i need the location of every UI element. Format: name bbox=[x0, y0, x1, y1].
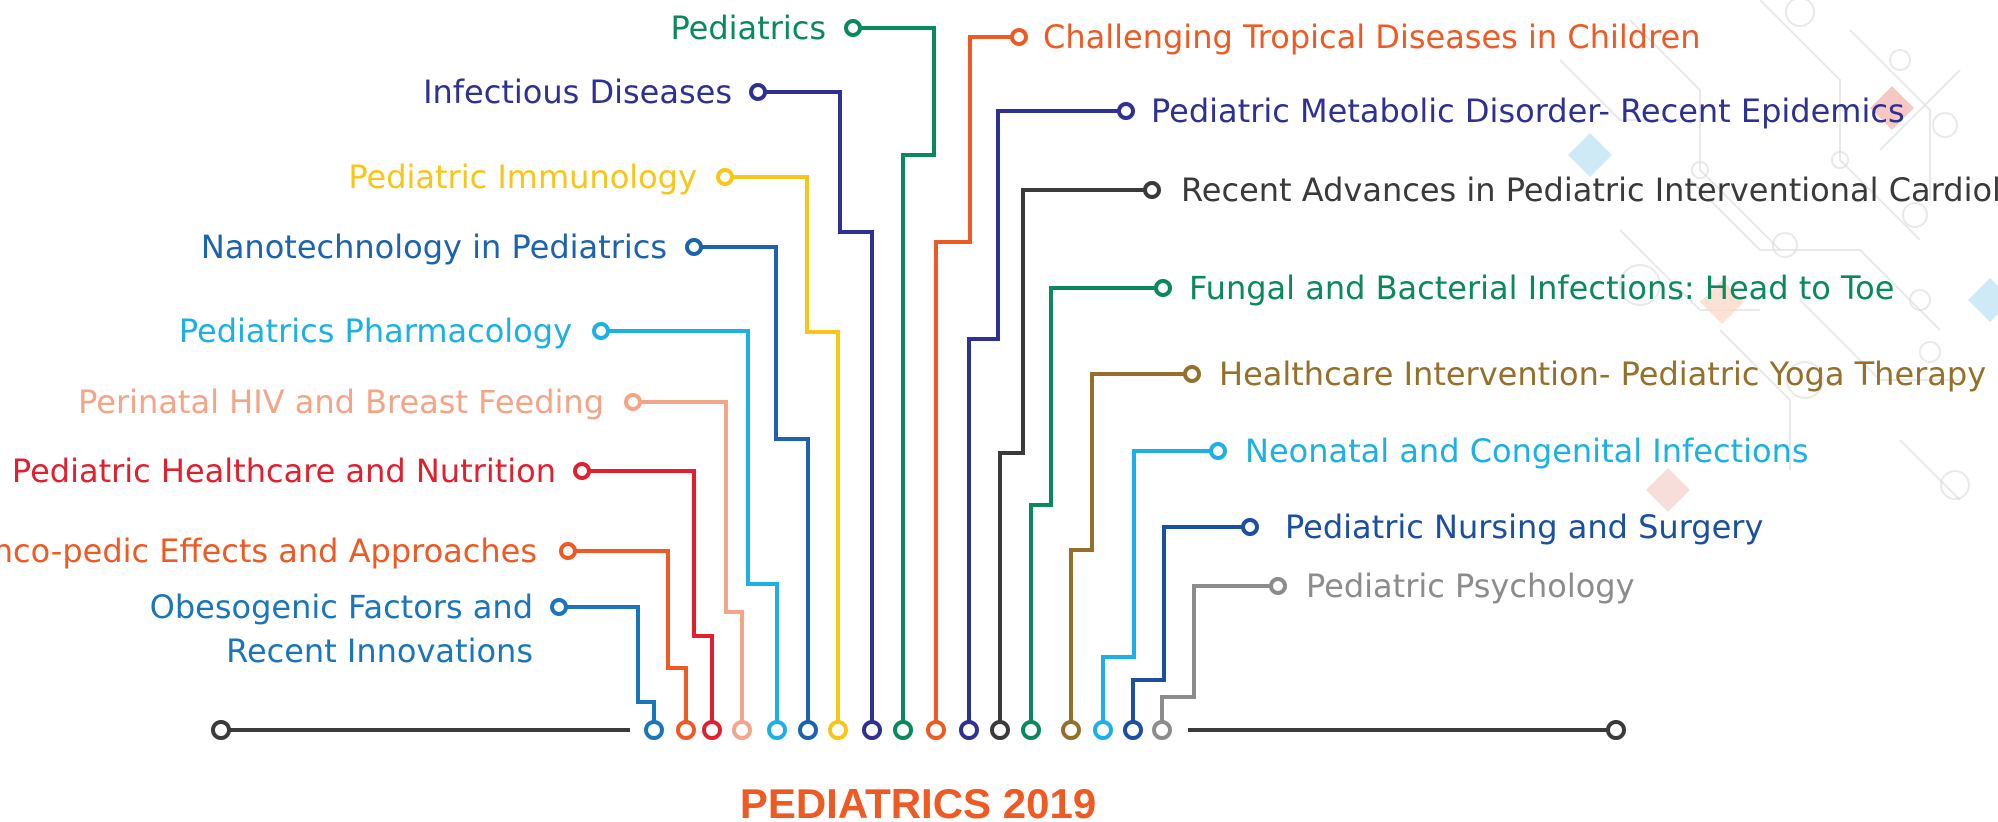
branch-pharmacology: Pediatrics Pharmacology bbox=[179, 312, 787, 740]
branch-end-node bbox=[1241, 518, 1259, 536]
branch-end-node bbox=[1269, 577, 1287, 595]
timeline-node bbox=[1021, 720, 1041, 740]
branch-end-node bbox=[624, 393, 642, 411]
timeline-node bbox=[1152, 720, 1172, 740]
branch-nursing: Pediatric Nursing and Surgery bbox=[1123, 508, 1763, 740]
branch-connector bbox=[725, 175, 840, 722]
topic-label: Perinatal HIV and Breast Feeding bbox=[78, 383, 604, 421]
branch-connector bbox=[633, 400, 744, 722]
topic-label: Pediatrics bbox=[670, 9, 826, 47]
branch-connector bbox=[601, 329, 779, 722]
branch-fungal: Fungal and Bacterial Infections: Head to… bbox=[1021, 269, 1894, 740]
branch-end-node bbox=[844, 19, 862, 37]
branch-connector bbox=[1069, 372, 1192, 722]
branch-end-node bbox=[1183, 365, 1201, 383]
branch-psychology: Pediatric Psychology bbox=[1152, 567, 1635, 740]
branch-connector bbox=[1029, 286, 1163, 722]
branch-end-node bbox=[1143, 181, 1161, 199]
branch-neonatal: Neonatal and Congenital Infections bbox=[1093, 432, 1809, 740]
decor-diamond bbox=[1568, 133, 1612, 177]
branch-connector bbox=[934, 35, 1019, 722]
topic-label: Pediatric Metabolic Disorder- Recent Epi… bbox=[1151, 92, 1905, 130]
timeline-node bbox=[702, 720, 722, 740]
timeline-node bbox=[644, 720, 664, 740]
branch-connector bbox=[568, 549, 688, 722]
topic-label: Recent Innovations bbox=[226, 632, 533, 670]
branch-onco: Onco-pedic Effects and Approaches bbox=[0, 532, 696, 740]
branch-end-node bbox=[1117, 102, 1135, 120]
branch-end-node bbox=[1010, 28, 1028, 46]
timeline-node bbox=[926, 720, 946, 740]
topic-label: Fungal and Bacterial Infections: Head to… bbox=[1189, 269, 1894, 307]
branch-connector bbox=[1160, 584, 1278, 722]
timeline-node bbox=[893, 720, 913, 740]
timeline-node bbox=[798, 720, 818, 740]
branch-metabolic: Pediatric Metabolic Disorder- Recent Epi… bbox=[959, 92, 1905, 740]
branch-connector bbox=[853, 26, 936, 722]
branch-tropical: Challenging Tropical Diseases in Childre… bbox=[926, 18, 1700, 740]
timeline-node bbox=[959, 720, 979, 740]
topic-label: Infectious Diseases bbox=[423, 73, 732, 111]
timeline-node bbox=[828, 720, 848, 740]
branch-end-node bbox=[592, 322, 610, 340]
timeline-node bbox=[767, 720, 787, 740]
branch-connector bbox=[694, 245, 810, 722]
branch-connector bbox=[758, 90, 874, 722]
branch-connector bbox=[559, 605, 656, 722]
timeline-node bbox=[1093, 720, 1113, 740]
branch-connector bbox=[1131, 525, 1250, 722]
branch-end-node bbox=[716, 168, 734, 186]
timeline-node bbox=[1123, 720, 1143, 740]
topic-label: Nanotechnology in Pediatrics bbox=[201, 228, 667, 266]
branch-connector bbox=[998, 188, 1152, 722]
branch-nanotech: Nanotechnology in Pediatrics bbox=[201, 228, 818, 740]
branch-end-node bbox=[550, 598, 568, 616]
branch-connector bbox=[1101, 449, 1218, 722]
topic-label: Pediatric Healthcare and Nutrition bbox=[12, 452, 556, 490]
page-title: PEDIATRICS 2019 bbox=[740, 780, 1096, 822]
branch-end-node bbox=[559, 542, 577, 560]
timeline bbox=[211, 720, 1626, 740]
timeline-node bbox=[1061, 720, 1081, 740]
topic-label: Pediatric Psychology bbox=[1306, 567, 1635, 605]
branch-yoga: Healthcare Intervention- Pediatric Yoga … bbox=[1061, 355, 1986, 740]
topic-label: Pediatric Immunology bbox=[348, 158, 697, 196]
topic-label: Onco-pedic Effects and Approaches bbox=[0, 532, 537, 570]
topic-label: Pediatric Nursing and Surgery bbox=[1285, 508, 1763, 546]
branch-hiv: Perinatal HIV and Breast Feeding bbox=[78, 383, 752, 740]
topic-label: Recent Advances in Pediatric Interventio… bbox=[1181, 171, 1998, 209]
timeline-node bbox=[862, 720, 882, 740]
decor-diamond bbox=[1700, 280, 1744, 324]
circuit-background-decoration bbox=[1559, 0, 1998, 512]
decor-diamond bbox=[1646, 468, 1690, 512]
topic-label: Pediatrics Pharmacology bbox=[179, 312, 572, 350]
timeline-node bbox=[732, 720, 752, 740]
decor-diamond bbox=[1870, 86, 1914, 130]
branch-end-node bbox=[573, 462, 591, 480]
branch-end-node bbox=[1209, 442, 1227, 460]
branch-nutrition: Pediatric Healthcare and Nutrition bbox=[12, 452, 722, 740]
topic-label: Challenging Tropical Diseases in Childre… bbox=[1043, 18, 1700, 56]
branch-immunology: Pediatric Immunology bbox=[348, 158, 848, 740]
branch-end-node bbox=[749, 83, 767, 101]
topic-label: Neonatal and Congenital Infections bbox=[1245, 432, 1809, 470]
timeline-node bbox=[676, 720, 696, 740]
branch-pediatrics: Pediatrics bbox=[670, 9, 936, 740]
timeline-endpoint-left bbox=[211, 720, 231, 740]
timeline-node bbox=[990, 720, 1010, 740]
branch-connector bbox=[967, 109, 1126, 722]
decor-diamond bbox=[1968, 278, 1998, 322]
branch-cardiology: Recent Advances in Pediatric Interventio… bbox=[990, 171, 1998, 740]
branch-end-node bbox=[685, 238, 703, 256]
timeline-endpoint-right bbox=[1606, 720, 1626, 740]
branch-connector bbox=[582, 469, 714, 722]
topic-label: Obesogenic Factors and bbox=[150, 588, 533, 626]
branch-end-node bbox=[1154, 279, 1172, 297]
topic-label: Healthcare Intervention- Pediatric Yoga … bbox=[1219, 355, 1986, 393]
branch-infectious: Infectious Diseases bbox=[423, 73, 882, 740]
